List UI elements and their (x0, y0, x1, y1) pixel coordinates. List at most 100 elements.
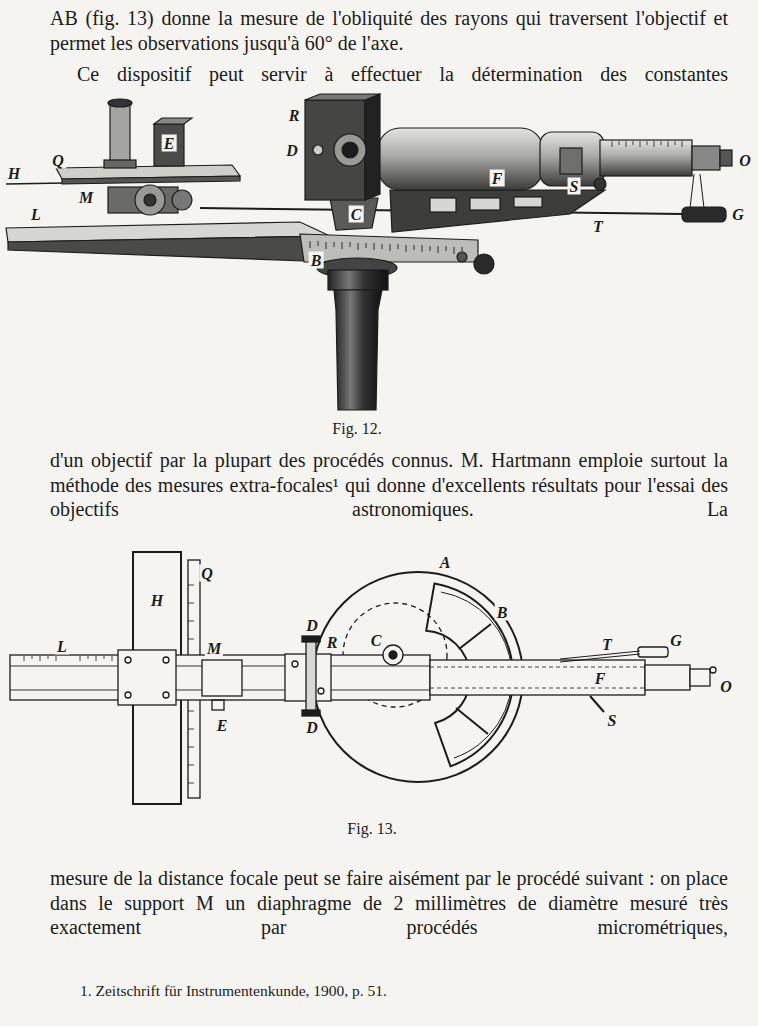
part-letter: H (6, 165, 22, 182)
part-letter: M (205, 640, 223, 657)
screw (163, 657, 169, 663)
part-letter: F (593, 670, 608, 687)
diaphragm-box (305, 100, 365, 200)
pivot-center (389, 651, 397, 659)
clamp (560, 148, 582, 174)
telescope-tube (430, 660, 645, 695)
eyepiece (692, 146, 720, 170)
screw (594, 178, 606, 190)
figure-caption: Fig. 13. (347, 820, 396, 838)
plate-edge (62, 176, 240, 184)
tube-base (104, 160, 136, 168)
part-letter: G (668, 632, 684, 649)
part-letter: O (718, 678, 734, 695)
part-letter: A (438, 554, 453, 571)
part-letter: D (284, 142, 300, 159)
part-letter: C (369, 632, 384, 649)
body-text: d'un objectif par la plupart des procédé… (50, 448, 728, 522)
knob (302, 636, 320, 642)
part-letter: O (737, 152, 753, 169)
box (154, 124, 184, 166)
lens (334, 134, 366, 166)
figure-caption: Fig. 12. (332, 420, 381, 438)
tube-scale (612, 141, 682, 147)
screw (163, 692, 169, 698)
part-letter: S (606, 712, 619, 729)
draw-tube (645, 665, 690, 690)
bench (10, 655, 430, 700)
box-top (154, 118, 192, 124)
box-top (305, 94, 380, 100)
graduated-scale (300, 234, 478, 262)
part-letter: B (309, 252, 324, 269)
part-letter: L (55, 638, 69, 655)
part-letter: T (600, 636, 614, 653)
carriage (118, 650, 176, 705)
diaphragm (306, 638, 316, 714)
screw-s (590, 696, 604, 712)
cord (700, 174, 704, 208)
support-m (202, 660, 242, 696)
wheel-hub (144, 194, 156, 206)
footnote: 1. Zeitschrift für Instrumentenkunde, 19… (80, 981, 387, 1000)
figure-12 (6, 94, 732, 410)
pivot (383, 645, 403, 665)
part-letter: L (29, 206, 43, 223)
box-side (365, 94, 380, 200)
tube-holder (110, 103, 130, 165)
screw (125, 657, 131, 663)
eyepiece-knob (710, 667, 716, 673)
eyepiece (720, 150, 732, 166)
knob (457, 252, 467, 262)
part-letter: C (349, 206, 364, 223)
tube-inner (430, 688, 645, 689)
part-letter: H (149, 592, 165, 609)
telescope-tube (378, 128, 543, 190)
figure-13 (10, 552, 716, 804)
eyepiece (690, 669, 710, 686)
handle (638, 647, 668, 657)
part-letter: G (730, 206, 746, 223)
screw (318, 688, 324, 694)
bracket-hole (514, 197, 542, 207)
bracket (390, 190, 605, 232)
body-text: AB (fig. 13) donne la mesure de l'obliqu… (50, 6, 728, 55)
support (330, 198, 378, 230)
knob (302, 710, 320, 716)
part-letter: S (568, 178, 581, 195)
part-letter: E (162, 135, 177, 152)
bench-front (8, 236, 332, 262)
column (334, 290, 382, 410)
part-letter: T (591, 218, 605, 235)
tube-inner (430, 667, 645, 668)
scale-ticks (310, 241, 462, 254)
tube-cap (108, 99, 132, 107)
part-letter: E (215, 717, 230, 734)
body-text: Ce dispositif peut servir à effectuer la… (50, 62, 728, 87)
handle (682, 207, 726, 222)
part-letter: M (77, 189, 95, 206)
part-letter: Q (199, 565, 215, 582)
cord (690, 174, 694, 208)
screw (292, 661, 298, 667)
screw (125, 692, 131, 698)
column-collar (328, 270, 388, 290)
part-letter: Q (50, 152, 66, 169)
knob (474, 254, 494, 274)
bracket-hole (430, 198, 456, 212)
part-letter: B (495, 604, 510, 621)
bench-scale (24, 656, 112, 661)
body-text: mesure de la distance focale peut se fai… (50, 866, 728, 940)
part-letter: D (304, 719, 320, 736)
part-letter: F (490, 170, 505, 187)
bracket-hole (470, 198, 500, 210)
part-letter: D (304, 617, 320, 634)
wheel (172, 190, 192, 210)
screw (313, 145, 323, 155)
support-e (212, 700, 224, 710)
part-letter: R (287, 107, 302, 124)
wheel (135, 185, 165, 215)
lens-aperture (342, 142, 358, 158)
draw-tube (600, 140, 692, 176)
